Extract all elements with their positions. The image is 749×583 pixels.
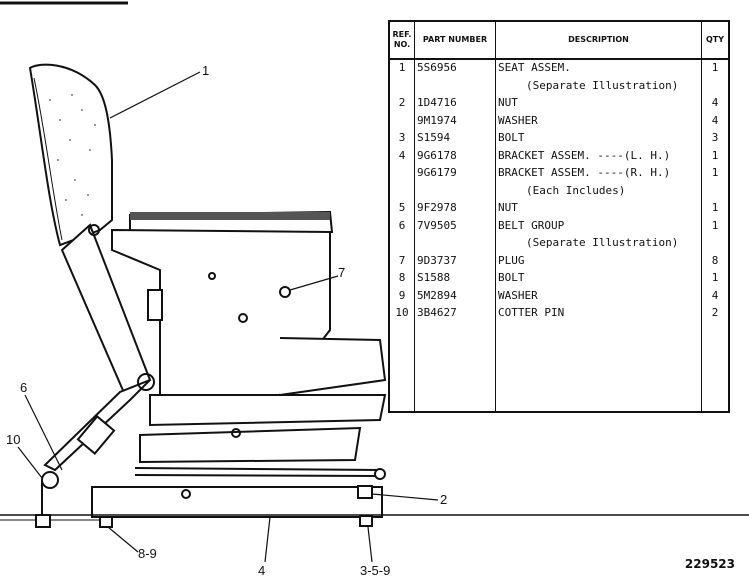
header-ref-no: REF. NO.: [390, 22, 415, 60]
table-cell-part: S1594: [417, 131, 451, 144]
table-cell-qty: 1: [711, 61, 719, 74]
table-cell-ref: 5: [398, 201, 406, 214]
table-cell-qty: [704, 183, 726, 201]
callout-8-9: 8-9: [138, 546, 157, 561]
table-cell-qty: 1: [711, 218, 719, 232]
table-cell-qty: 1: [711, 201, 719, 214]
table-cell-part: 9G6179: [417, 166, 457, 179]
table-cell-desc: PLUG: [498, 253, 525, 267]
table-cell-part: 1D4716: [417, 96, 457, 109]
callout-2: 2: [440, 492, 448, 507]
table-cell-desc: BRACKET ASSEM. ----(L. H.): [498, 148, 671, 162]
table-cell-qty: 2: [711, 306, 719, 319]
table-cell-part: 5S6956: [417, 61, 457, 74]
callout-4: 4: [258, 563, 266, 578]
table-cell-qty: [704, 78, 726, 96]
table-cell-ref: [392, 165, 412, 183]
table-cell-part: 5M2894: [417, 288, 457, 302]
table-cell-ref: [392, 78, 412, 96]
callout-7: 7: [338, 265, 346, 280]
header-description: DESCRIPTION: [495, 22, 702, 60]
table-cell-desc: NUT: [498, 201, 518, 214]
table-cell-ref: 4: [398, 148, 406, 162]
table-cell-desc: COTTER PIN: [498, 306, 565, 319]
table-cell-qty: 4: [711, 96, 719, 109]
table-cell-qty: [704, 235, 726, 253]
qty-column: 1 4 4 3 1 1 1 1 8 1 4 2: [701, 59, 728, 411]
table-cell-qty: 1: [711, 271, 719, 284]
table-cell-part: 7V9505: [417, 218, 457, 232]
table-cell-qty: 4: [711, 288, 719, 302]
callout-6: 6: [20, 380, 28, 395]
description-column: SEAT ASSEM. (Separate Illustration) NUT WAS…: [495, 59, 702, 411]
table-cell-ref: 9: [398, 288, 406, 302]
table-cell-ref: 2: [398, 96, 406, 109]
table-cell-part: 3B4627: [417, 306, 457, 319]
table-cell-ref: [392, 113, 412, 131]
table-cell-desc: BELT GROUP: [498, 218, 565, 232]
table-cell-desc: WASHER: [498, 288, 538, 302]
table-cell-desc: BOLT: [498, 271, 525, 284]
header-qty: QTY: [701, 22, 728, 60]
table-cell-desc: (Separate Illustration): [526, 236, 679, 249]
callout-3-5-9: 3-5-9: [360, 563, 391, 578]
table-cell-part: [417, 183, 493, 201]
table-cell-desc: NUT: [498, 96, 518, 109]
table-cell-ref: 8: [398, 271, 406, 284]
callout-10: 10: [6, 432, 21, 447]
table-cell-desc: (Each Includes): [526, 183, 626, 197]
table-cell-part: [417, 78, 493, 96]
figure-number: 229523: [684, 557, 735, 571]
table-cell-qty: 8: [711, 253, 719, 267]
callout-1: 1: [202, 63, 210, 78]
ref-column: 1 2 3 4 5 6 7 8 9 10: [390, 59, 415, 411]
table-cell-desc: BRACKET ASSEM. ----(R. H.): [498, 166, 671, 179]
table-cell-ref: 1: [398, 61, 406, 74]
table-cell-qty: 4: [711, 113, 719, 127]
table-cell-part: 9M1974: [417, 113, 457, 127]
table-cell-ref: 10: [395, 306, 409, 319]
table-cell-desc: WASHER: [498, 113, 538, 127]
table-cell-qty: 3: [711, 131, 719, 144]
table-cell-part: 9D3737: [417, 253, 457, 267]
table-cell-desc: SEAT ASSEM.: [498, 61, 571, 74]
table-cell-part: 9G6178: [417, 148, 457, 162]
parts-table: REF. NO. PART NUMBER DESCRIPTION QTY 1 2 3…: [388, 20, 730, 413]
table-cell-part: [417, 235, 493, 253]
table-cell-ref: [392, 183, 412, 201]
table-cell-qty: 1: [711, 148, 719, 162]
table-cell-desc: (Separate Illustration): [526, 78, 679, 92]
table-cell-desc: BOLT: [498, 131, 525, 144]
table-cell-ref: 6: [398, 218, 406, 232]
table-cell-part: S1588: [417, 271, 451, 284]
table-cell-part: 9F2978: [417, 201, 457, 214]
table-cell-ref: 3: [398, 131, 406, 144]
header-part-number: PART NUMBER: [414, 22, 496, 60]
table-cell-ref: [392, 235, 412, 253]
table-cell-qty: 1: [711, 166, 719, 179]
table-cell-ref: 7: [398, 253, 406, 267]
